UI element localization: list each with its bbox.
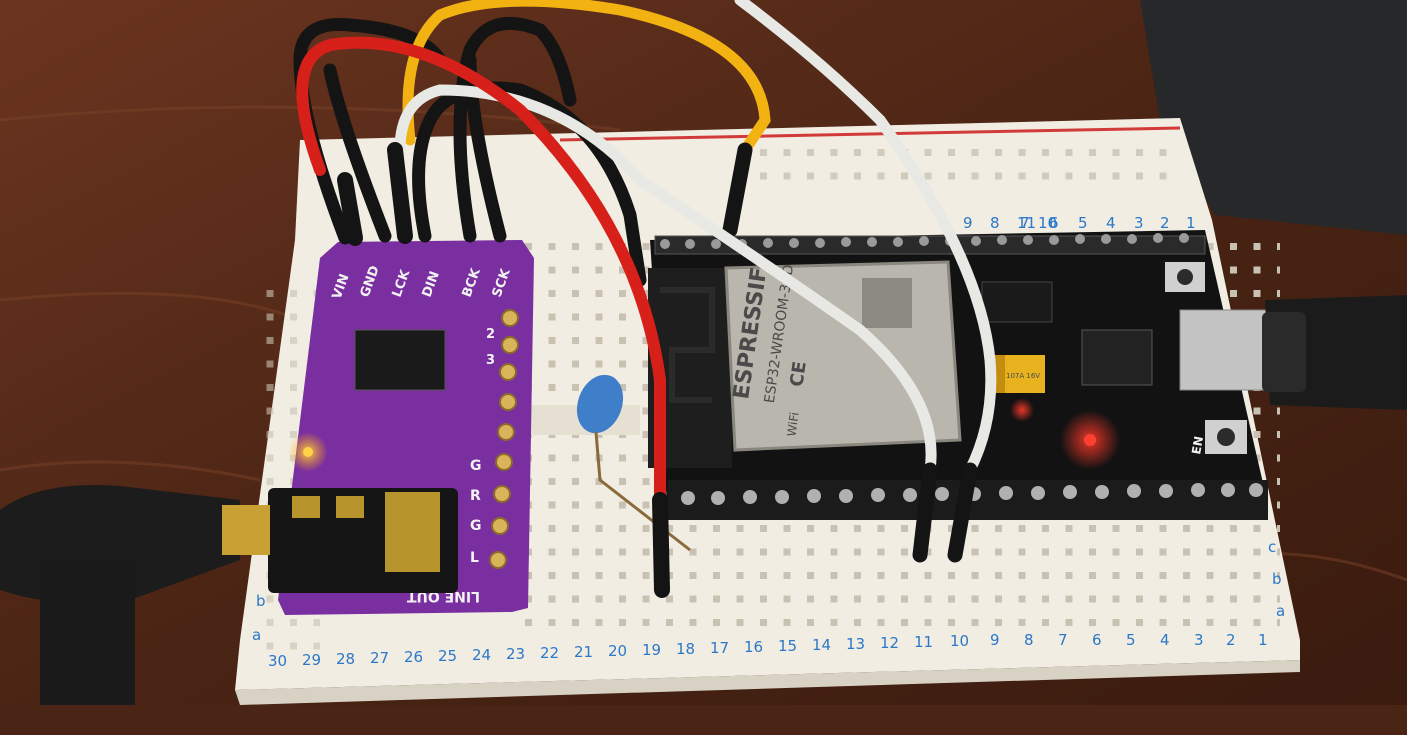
row-letter: b — [1272, 570, 1282, 588]
red-wire — [296, 36, 666, 506]
row-letter: a — [1276, 602, 1285, 620]
bottom-number: 9 — [990, 631, 1000, 649]
bottom-number: 6 — [1092, 631, 1102, 649]
bottom-number: 29 — [302, 651, 321, 669]
top-number: 2 — [1160, 214, 1170, 232]
black-wire — [453, 16, 577, 243]
bottom-number: 7 — [1058, 631, 1068, 649]
dac-led — [303, 447, 313, 457]
top-number: 4 — [1106, 214, 1116, 232]
red-wire-sleeve — [652, 492, 670, 598]
bottom-number: 1 — [1258, 631, 1268, 649]
dac-pin-3: 3 — [486, 353, 495, 368]
bottom-number: 27 — [370, 649, 389, 667]
dac-board: VIN GND LCK DIN BCK SCK 2 3 G R G L LINE… — [268, 240, 534, 615]
qr-code — [862, 278, 912, 328]
black-wire — [323, 63, 392, 243]
bottom-number: 11 — [914, 633, 933, 651]
yellow-wire-sleeve — [722, 142, 753, 238]
top-number: 7 — [1020, 214, 1030, 232]
white-wire — [394, 84, 937, 476]
dac-side-r: R — [470, 488, 481, 504]
bottom-header-pins — [681, 483, 1263, 505]
bottom-number: 10 — [950, 632, 969, 650]
bottom-number: 4 — [1160, 631, 1170, 649]
top-number: 8 — [990, 214, 1000, 232]
bottom-number: 21 — [574, 643, 593, 661]
black-mat — [1140, 0, 1407, 235]
bottom-number: 20 — [608, 642, 627, 660]
power-led — [1084, 434, 1096, 446]
bottom-column-numbers: 30 29 28 27 26 25 24 23 22 21 20 19 18 1… — [268, 631, 1268, 670]
row-letters: c b a b a — [252, 538, 1285, 644]
top-number: 6 — [1049, 214, 1059, 232]
bottom-number: 24 — [472, 646, 491, 664]
white-wire — [734, 0, 997, 476]
top-number: 10 — [1038, 214, 1057, 232]
bottom-number: 23 — [506, 645, 525, 663]
bottom-number: 19 — [642, 641, 661, 659]
top-number: 3 — [1134, 214, 1144, 232]
micro-usb-port — [1179, 309, 1271, 391]
row-letter: a — [252, 626, 261, 644]
bottom-number: 25 — [438, 647, 457, 665]
bottom-number: 8 — [1024, 631, 1034, 649]
dac-pads — [489, 309, 519, 569]
jumper-wires — [293, 0, 997, 598]
top-number: 11 — [1017, 214, 1036, 232]
voltage-regulator — [981, 281, 1053, 323]
bottom-number: 13 — [846, 635, 865, 653]
top-number: 9 — [963, 214, 973, 232]
bottom-number: 18 — [676, 640, 695, 658]
module-mark-wifi: WiFi — [784, 411, 801, 437]
bottom-number: 16 — [744, 638, 763, 656]
bottom-number: 12 — [880, 634, 899, 652]
dac-side-g2: G — [470, 518, 482, 534]
cap-label: 107A 16V — [1006, 372, 1040, 380]
en-label: EN — [1189, 435, 1206, 455]
bottom-number: 3 — [1194, 631, 1204, 649]
module-mark-ce: CE — [786, 360, 810, 388]
white-wire-sleeve — [947, 462, 978, 563]
top-number: 5 — [1078, 214, 1088, 232]
top-column-numbers: 11 10 9 8 7 6 5 4 3 2 1 — [963, 214, 1196, 232]
bottom-number: 22 — [540, 644, 559, 662]
bottom-number: 26 — [404, 648, 423, 666]
row-letter: c — [1268, 538, 1276, 556]
row-letter: b — [256, 592, 266, 610]
bottom-number: 2 — [1226, 631, 1236, 649]
esp32-devkit: ESPRESSIF ESP32-WROOM-32D CE WiFi 107A 1… — [648, 230, 1271, 520]
bottom-number: 30 — [268, 652, 287, 670]
white-wire-sleeve — [912, 462, 938, 563]
bottom-number: 17 — [710, 639, 729, 657]
usb-uart-chip — [1081, 329, 1153, 386]
power-rail-holes — [760, 138, 1180, 188]
bottom-number: 15 — [778, 637, 797, 655]
power-rail-line — [559, 126, 1181, 142]
bottom-number: 28 — [336, 650, 355, 668]
dac-chip — [354, 329, 446, 391]
dac-pin-2: 2 — [486, 327, 495, 342]
dac-side-g1: G — [470, 458, 482, 474]
bottom-number: 14 — [812, 636, 831, 654]
top-number: 1 — [1186, 214, 1196, 232]
table-bottom — [0, 705, 1407, 735]
bottom-number: 5 — [1126, 631, 1136, 649]
dac-side-l: L — [470, 550, 479, 566]
